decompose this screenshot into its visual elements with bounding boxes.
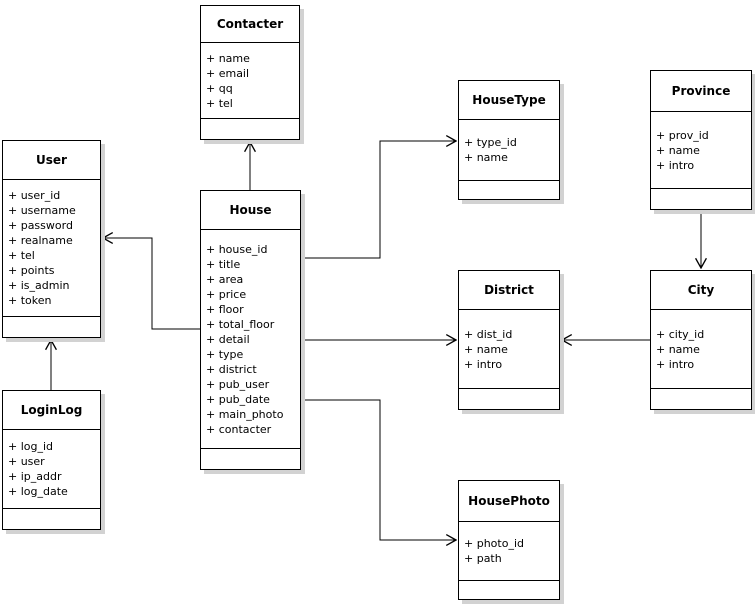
class-operations	[3, 509, 100, 529]
class-title: Contacter	[201, 6, 299, 43]
class-attribute: + email	[206, 66, 250, 80]
class-attribute: + floor	[206, 302, 244, 316]
class-attribute: + detail	[206, 332, 250, 346]
class-attribute: + points	[8, 264, 55, 277]
class-attributes: + user_id + username + password + realname +…	[3, 180, 100, 317]
class-attribute: + dist_id	[464, 327, 513, 341]
class-attributes: + city_id+ name+ intro	[651, 310, 751, 389]
connector-house-housetype	[301, 141, 456, 259]
class-attribute: + contacter	[206, 422, 272, 436]
class-attribute: + total_floor	[206, 317, 275, 331]
class-attribute: + username	[8, 204, 76, 217]
class-attributes: + house_id+ title+ area+ price+ floor+ t…	[201, 230, 300, 449]
class-attribute: + pub_user	[206, 377, 270, 391]
class-attribute: + tel	[206, 96, 233, 110]
class-attribute: + path	[464, 552, 502, 565]
class-title: House	[201, 191, 300, 230]
class-attribute: + district	[206, 362, 257, 376]
class-attribute: + area	[206, 272, 244, 286]
class-title: HousePhoto	[459, 481, 559, 522]
class-attribute: + password	[8, 219, 73, 232]
class-housetype[interactable]: HouseType + type_id + name	[458, 80, 560, 200]
class-operations	[459, 581, 559, 599]
class-housephoto[interactable]: HousePhoto + photo_id + path	[458, 480, 560, 600]
class-province[interactable]: Province + prov_id+ name+ intro	[650, 70, 752, 210]
class-user[interactable]: User + user_id + username + password + real…	[2, 140, 101, 338]
class-attribute: + title	[206, 257, 241, 271]
class-attribute: + qq	[206, 81, 233, 95]
class-attribute: + user_id	[8, 189, 61, 202]
class-attribute: + intro	[656, 158, 695, 172]
class-contacter[interactable]: Contacter + name+ email+ qq+ tel	[200, 5, 300, 140]
class-attribute: + type_id	[464, 136, 517, 149]
class-operations	[3, 317, 100, 337]
class-attribute: + tel	[8, 249, 35, 262]
class-attribute: + prov_id	[656, 128, 709, 142]
connector-house-housephoto	[301, 399, 456, 540]
class-attribute: + photo_id	[464, 537, 524, 550]
class-attribute: + log_date	[8, 485, 68, 498]
class-operations	[201, 119, 299, 139]
class-attributes: + photo_id + path	[459, 522, 559, 581]
class-operations	[651, 189, 751, 209]
class-district[interactable]: District + dist_id+ name+ intro	[458, 270, 560, 410]
class-attribute: + main_photo	[206, 407, 284, 421]
class-attribute: + price	[206, 287, 247, 301]
class-attribute: + name	[464, 342, 508, 356]
class-attribute: + name	[656, 143, 700, 157]
class-attributes: + prov_id+ name+ intro	[651, 112, 751, 189]
class-attribute: + user	[8, 455, 45, 468]
class-title: User	[3, 141, 100, 180]
class-city[interactable]: City + city_id+ name+ intro	[650, 270, 752, 410]
class-attribute: + ip_addr	[8, 470, 62, 483]
class-attribute: + intro	[464, 357, 503, 371]
class-attributes: + name+ email+ qq+ tel	[201, 43, 299, 119]
connector-house-user	[103, 238, 200, 330]
class-title: City	[651, 271, 751, 310]
class-attribute: + realname	[8, 234, 73, 247]
class-loginlog[interactable]: LoginLog + log_id + user + ip_addr + log_da…	[2, 390, 101, 530]
class-attribute: + is_admin	[8, 279, 70, 292]
class-attribute: + pub_date	[206, 392, 270, 406]
class-attributes: + log_id + user + ip_addr + log_date	[3, 430, 100, 509]
class-operations	[459, 389, 559, 409]
class-title: LoginLog	[3, 391, 100, 430]
class-attributes: + dist_id+ name+ intro	[459, 310, 559, 389]
class-attribute: + name	[206, 51, 250, 65]
class-attribute: + type	[206, 347, 244, 361]
class-operations	[651, 389, 751, 409]
class-attribute: + log_id	[8, 440, 54, 453]
class-house[interactable]: House + house_id+ title+ area+ price+ fl…	[200, 190, 301, 470]
class-attribute: + name	[656, 342, 700, 356]
class-attribute: + house_id	[206, 242, 268, 256]
class-attribute: + name	[464, 151, 508, 164]
class-attribute: + intro	[656, 357, 695, 371]
class-attributes: + type_id + name	[459, 120, 559, 181]
class-operations	[201, 449, 300, 469]
class-title: District	[459, 271, 559, 310]
class-operations	[459, 181, 559, 199]
class-attribute: + token	[8, 294, 52, 307]
class-title: HouseType	[459, 81, 559, 120]
class-title: Province	[651, 71, 751, 112]
class-attribute: + city_id	[656, 327, 705, 341]
